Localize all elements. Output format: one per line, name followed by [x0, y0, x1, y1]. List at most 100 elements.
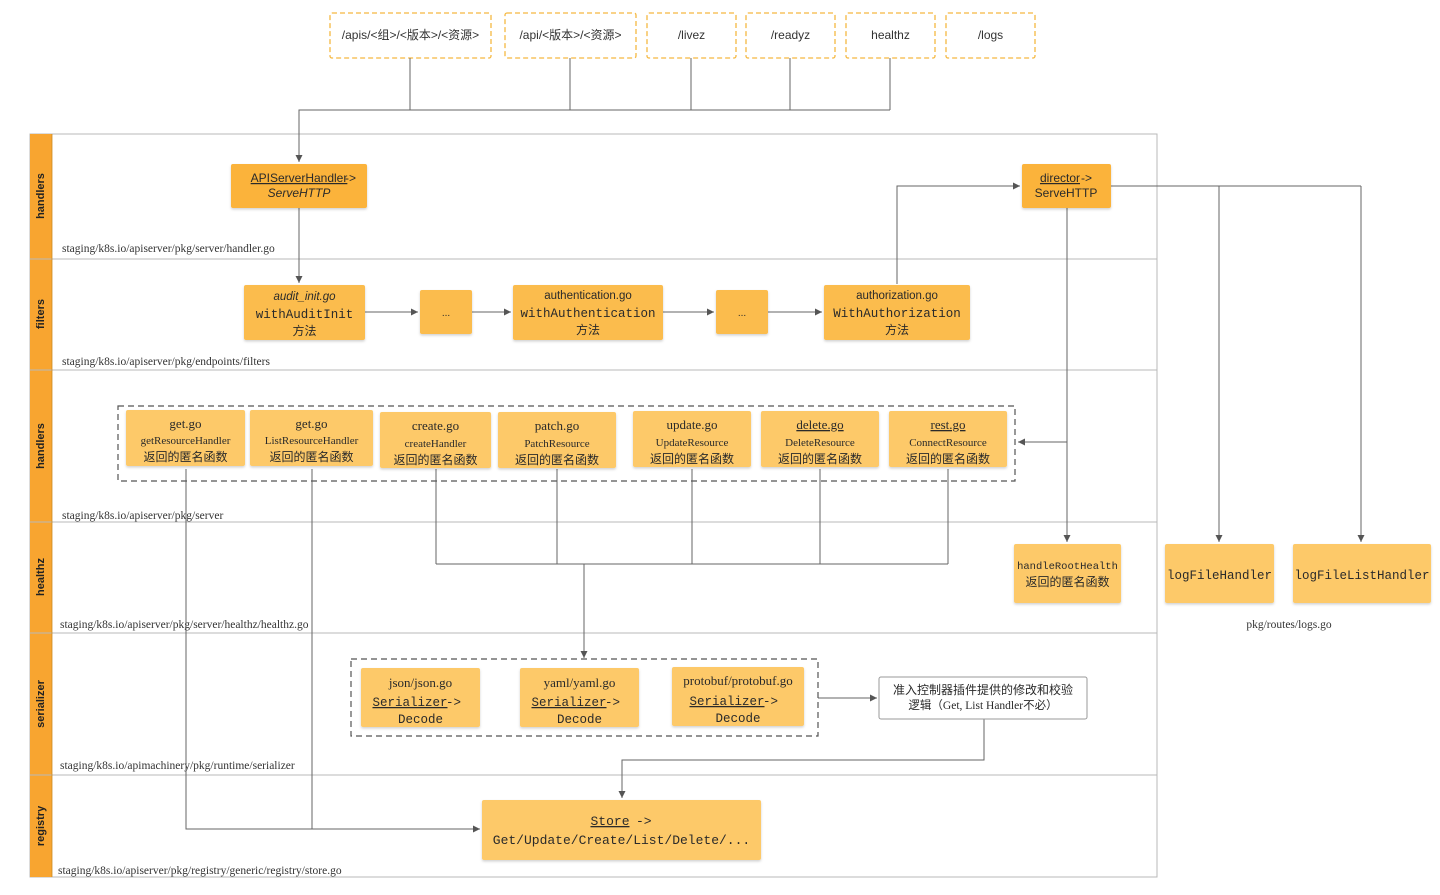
filter-ellipsis-box-2: ... — [716, 290, 768, 334]
list-resource-func: ListResourceHandler — [265, 435, 359, 447]
store-methods: Get/Update/Create/List/Delete/... — [493, 833, 750, 848]
endpoint-apis-label: /apis/<组>/<版本>/<资源> — [342, 28, 479, 42]
update-handler-box: update.go UpdateResource 返回的匿名函数 — [633, 411, 751, 467]
list-resource-handler-box: get.go ListResourceHandler 返回的匿名函数 — [250, 410, 373, 466]
endpoint-api-core: /api/<版本>/<资源> — [504, 12, 637, 59]
endpoint-healthz-label: healthz — [871, 28, 910, 42]
authorization-file: authorization.go — [856, 290, 938, 302]
store-arrow: -> — [636, 814, 652, 829]
json-serializer-file: json/json.go — [388, 675, 452, 690]
protobuf-serializer-name: Serializer — [689, 695, 764, 709]
patch-file: patch.go — [535, 418, 579, 433]
director-method: ServeHTTP — [1035, 186, 1098, 200]
endpoint-logs: /logs — [945, 12, 1036, 59]
lane-path-serializer: staging/k8s.io/apimachinery/pkg/runtime/… — [60, 760, 295, 772]
handler-group-frame — [117, 405, 1016, 482]
api-server-handler-name: APIServerHandler — [251, 171, 348, 185]
update-file: update.go — [667, 417, 718, 432]
yaml-serializer-arrow: -> — [605, 696, 620, 710]
logs-path-label: pkg/routes/logs.go — [1246, 619, 1332, 631]
audit-init-func: withAuditInit — [256, 308, 354, 322]
log-file-list-handler-text: logFileListHandler — [1294, 569, 1429, 583]
filter-ellipsis-box-1: ... — [420, 290, 472, 334]
endpoints: /apis/<组>/<版本>/<资源> /api/<版本>/<资源> /live… — [329, 12, 1036, 59]
rest-file: rest.go — [930, 417, 965, 432]
authentication-file: authentication.go — [544, 290, 632, 302]
log-file-handler-box: logFileHandler — [1165, 544, 1274, 603]
json-serializer-name: Serializer — [372, 696, 447, 710]
delete-desc: 返回的匿名函数 — [778, 451, 862, 466]
yaml-serializer-file: yaml/yaml.go — [544, 675, 616, 690]
update-func: UpdateResource — [656, 437, 729, 449]
lane-label-registry: registry — [35, 805, 47, 846]
protobuf-serializer-arrow: -> — [763, 695, 778, 709]
lane-label-handlers-server: handlers — [35, 423, 47, 469]
lane-label-filters: filters — [35, 299, 47, 329]
audit-init-file: audit_init.go — [273, 291, 336, 303]
api-server-handler-arrow: -> — [345, 171, 356, 185]
rest-desc: 返回的匿名函数 — [906, 451, 990, 466]
endpoint-livez: /livez — [646, 12, 737, 59]
authentication-func: withAuthentication — [520, 307, 655, 321]
patch-func: PatchResource — [524, 438, 589, 450]
log-file-handler-text: logFileHandler — [1167, 569, 1272, 583]
lane-path-filters: staging/k8s.io/apiserver/pkg/endpoints/f… — [62, 356, 270, 368]
director-arrow: -> — [1081, 171, 1092, 185]
get-resource-func: getResourceHandler — [141, 435, 231, 447]
protobuf-serializer-file: protobuf/protobuf.go — [683, 673, 792, 688]
delete-handler-box: delete.go DeleteResource 返回的匿名函数 — [761, 411, 879, 467]
audit-init-box: audit_init.go withAuditInit 方法 — [244, 285, 365, 340]
serializer-group-frame — [350, 658, 819, 737]
get-resource-file: get.go — [169, 416, 201, 431]
create-file: create.go — [412, 418, 459, 433]
create-func: createHandler — [405, 438, 467, 450]
authorization-func: WithAuthorization — [833, 307, 961, 321]
admission-note-line2: 逻辑（Get, List Handler不必） — [908, 698, 1057, 712]
rest-func: ConnectResource — [909, 437, 987, 449]
lane-path-server: staging/k8s.io/apiserver/pkg/server — [62, 510, 223, 522]
yaml-serializer-box: yaml/yaml.go Serializer -> Decode — [520, 668, 639, 727]
endpoint-readyz-label: /readyz — [771, 28, 810, 42]
patch-handler-box: patch.go PatchResource 返回的匿名函数 — [498, 412, 616, 468]
rest-handler-box: rest.go ConnectResource 返回的匿名函数 — [889, 411, 1007, 467]
root-health-func: handleRootHealth — [1017, 561, 1118, 573]
authorization-box: authorization.go WithAuthorization 方法 — [824, 285, 970, 340]
store-name: Store — [590, 814, 629, 829]
director-box: director -> ServeHTTP — [1022, 164, 1111, 208]
create-desc: 返回的匿名函数 — [393, 452, 477, 467]
endpoint-logs-label: /logs — [978, 28, 1003, 42]
endpoint-livez-label: /livez — [678, 28, 705, 42]
authorization-desc: 方法 — [885, 322, 909, 337]
store-box: Store -> Get/Update/Create/List/Delete/.… — [482, 800, 761, 860]
lane-path-registry: staging/k8s.io/apiserver/pkg/registry/ge… — [58, 865, 342, 877]
list-resource-file: get.go — [295, 416, 327, 431]
delete-func: DeleteResource — [785, 437, 855, 449]
admission-note-line1: 准入控制器插件提供的修改和校验 — [893, 682, 1073, 697]
protobuf-serializer-box: protobuf/protobuf.go Serializer -> Decod… — [672, 667, 804, 726]
create-handler-box: create.go createHandler 返回的匿名函数 — [380, 412, 491, 468]
api-server-handler-method: ServeHTTP — [268, 186, 331, 200]
protobuf-serializer-method: Decode — [715, 712, 760, 726]
authentication-desc: 方法 — [576, 322, 600, 337]
lane-label-healthz: healthz — [35, 558, 47, 596]
lane-path-handler-go: staging/k8s.io/apiserver/pkg/server/hand… — [62, 243, 275, 255]
yaml-serializer-method: Decode — [557, 713, 602, 727]
update-desc: 返回的匿名函数 — [650, 451, 734, 466]
filter-ellipsis-1-text: ... — [442, 308, 450, 319]
authentication-box: authentication.go withAuthentication 方法 — [513, 285, 663, 340]
filter-ellipsis-2-text: ... — [738, 308, 746, 319]
endpoint-healthz: healthz — [845, 12, 936, 59]
lane-label-handlers-top: handlers — [35, 173, 47, 219]
lane-path-healthz: staging/k8s.io/apiserver/pkg/server/heal… — [60, 619, 309, 631]
endpoint-apis-group: /apis/<组>/<版本>/<资源> — [329, 12, 492, 59]
delete-file: delete.go — [796, 417, 843, 432]
get-resource-handler-box: get.go getResourceHandler 返回的匿名函数 — [126, 410, 245, 466]
json-serializer-box: json/json.go Serializer -> Decode — [361, 668, 480, 727]
get-resource-desc: 返回的匿名函数 — [143, 449, 227, 464]
audit-init-desc: 方法 — [292, 323, 316, 338]
patch-desc: 返回的匿名函数 — [515, 452, 599, 467]
endpoint-readyz: /readyz — [745, 12, 836, 59]
director-name: director — [1040, 171, 1080, 185]
api-server-handler-box: APIServerHandler -> ServeHTTP — [231, 164, 367, 208]
